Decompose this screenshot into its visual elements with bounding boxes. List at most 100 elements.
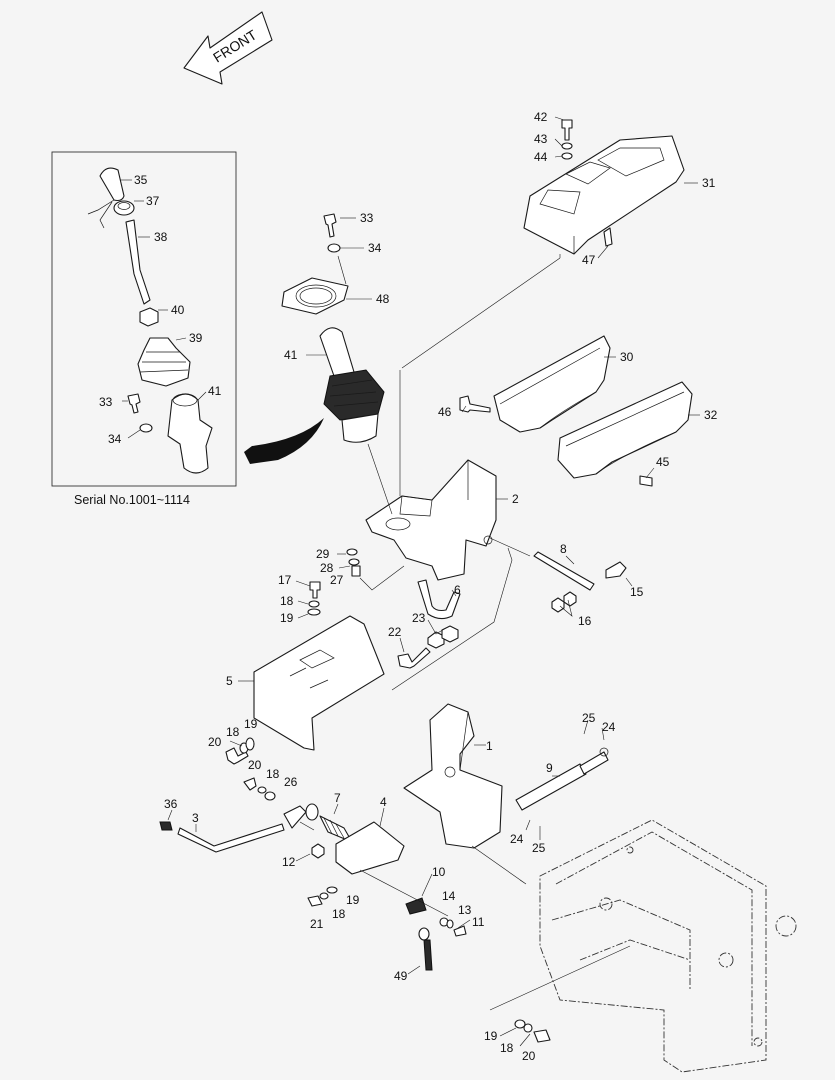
callout-17: 17 xyxy=(278,573,292,587)
callout-23: 23 xyxy=(412,611,426,625)
bolt-33 xyxy=(323,213,337,238)
callout-leaders xyxy=(120,116,700,1047)
clip-47 xyxy=(603,227,613,247)
callout-7: 7 xyxy=(334,791,341,805)
callout-5: 5 xyxy=(226,674,233,688)
washer-19c xyxy=(326,886,338,894)
callout-33: 33 xyxy=(360,211,374,225)
damper-9 xyxy=(515,747,609,811)
callout-48: 48 xyxy=(376,292,390,306)
lever-38 xyxy=(125,219,151,305)
cable-49 xyxy=(418,927,433,971)
bracket-1 xyxy=(403,703,503,849)
callout-labels: 35 37 38 40 39 33 41 34 33 34 48 41 42 4… xyxy=(99,110,718,1063)
callout-10: 10 xyxy=(432,865,446,879)
washer-18d xyxy=(319,892,329,900)
callout-32: 32 xyxy=(704,408,718,422)
bolt-17 xyxy=(309,581,321,599)
u-bolt-6 xyxy=(417,579,461,620)
bolt-20b xyxy=(243,777,257,791)
joystick-41 xyxy=(319,327,385,443)
callout-18-low: 18 xyxy=(332,907,346,921)
grip-knob-35 xyxy=(99,167,125,202)
callout-13: 13 xyxy=(458,903,472,917)
washer-18 xyxy=(308,600,320,608)
nut-23b xyxy=(441,625,459,643)
callout-29: 29 xyxy=(316,547,330,561)
callout-11: 11 xyxy=(472,915,485,929)
callout-38: 38 xyxy=(154,230,168,244)
callout-36: 36 xyxy=(164,797,178,811)
callout-40: 40 xyxy=(171,303,185,317)
washer-28 xyxy=(348,558,360,566)
callout-46: 46 xyxy=(438,405,452,419)
callout-44: 44 xyxy=(534,150,548,164)
nut-37 xyxy=(113,200,135,216)
reference-arrow xyxy=(244,418,324,464)
washer-19b xyxy=(245,737,255,751)
callout-1: 1 xyxy=(486,739,493,753)
clevis xyxy=(283,805,307,829)
callout-20-mid: 20 xyxy=(248,758,262,772)
bolt-33-inset xyxy=(127,393,141,414)
callout-41: 41 xyxy=(284,348,298,362)
callout-35: 35 xyxy=(134,173,148,187)
plate-4 xyxy=(335,821,405,875)
callout-47: 47 xyxy=(582,253,596,267)
bolt-27 xyxy=(351,565,361,577)
washer-13 xyxy=(446,919,454,929)
washer-26 xyxy=(264,791,276,801)
washer-43 xyxy=(561,142,573,150)
callout-25-top: 25 xyxy=(582,711,596,725)
callout-43: 43 xyxy=(534,132,548,146)
bolt-46 xyxy=(459,395,491,413)
nut-40 xyxy=(139,307,159,327)
bolt-42 xyxy=(561,119,573,141)
rod-3 xyxy=(177,823,285,853)
callout-21: 21 xyxy=(310,917,324,931)
callout-8: 8 xyxy=(560,542,567,556)
callout-19: 19 xyxy=(280,611,294,625)
bushing xyxy=(305,803,319,821)
washer-29 xyxy=(346,548,358,556)
serial-inset: Serial No.1001~1114 xyxy=(51,151,237,507)
callout-14: 14 xyxy=(442,889,456,903)
wire-harness xyxy=(87,199,115,229)
callout-34-inset: 34 xyxy=(108,432,122,446)
callout-33-inset: 33 xyxy=(99,395,113,409)
callout-22: 22 xyxy=(388,625,402,639)
callout-39: 39 xyxy=(189,331,203,345)
serial-caption: Serial No.1001~1114 xyxy=(74,493,190,507)
switch-10 xyxy=(405,897,427,915)
bolt-22 xyxy=(397,647,431,669)
callout-19-low: 19 xyxy=(346,893,360,907)
callout-28: 28 xyxy=(320,561,334,575)
bracket-2 xyxy=(365,459,497,581)
leader-lines xyxy=(299,254,631,1011)
washer-18c xyxy=(257,786,267,794)
pin-8 xyxy=(533,551,595,591)
callout-4: 4 xyxy=(380,795,387,809)
callout-42: 42 xyxy=(534,110,548,124)
bolt-45 xyxy=(639,475,653,487)
callout-18: 18 xyxy=(280,594,294,608)
nut-16b xyxy=(563,591,577,607)
front-arrow: FRONT xyxy=(183,11,273,85)
bolt-20c xyxy=(533,1029,551,1043)
washer-19 xyxy=(307,608,321,616)
bolt-21 xyxy=(307,895,323,907)
callout-45: 45 xyxy=(656,455,670,469)
callout-25-bottom: 25 xyxy=(532,841,546,855)
washer-34-inset xyxy=(139,423,153,433)
callout-2: 2 xyxy=(512,492,519,506)
callout-16: 16 xyxy=(578,614,592,628)
side-cover-32 xyxy=(557,381,693,479)
nut-12 xyxy=(311,843,325,859)
callout-26: 26 xyxy=(284,775,298,789)
cover-plate-48 xyxy=(281,277,349,315)
callout-6: 6 xyxy=(454,583,461,597)
washer-34 xyxy=(327,243,341,253)
callout-34: 34 xyxy=(368,241,382,255)
callout-24-top: 24 xyxy=(602,720,616,734)
callout-37: 37 xyxy=(146,194,160,208)
